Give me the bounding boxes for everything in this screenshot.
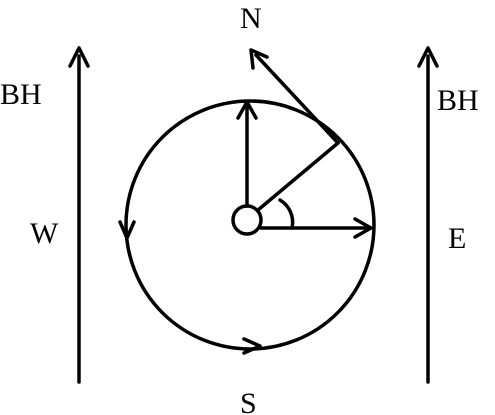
label-east: E bbox=[448, 222, 466, 255]
horizontal-vector-arrowhead bbox=[353, 217, 373, 239]
label-north: N bbox=[240, 2, 262, 35]
needle-line bbox=[254, 53, 340, 145]
needle-arrowhead bbox=[249, 48, 269, 70]
resultant-line bbox=[256, 141, 340, 212]
left-field-arrowhead bbox=[68, 46, 90, 68]
label-field-right: BH bbox=[437, 84, 479, 117]
angle-arc bbox=[278, 198, 295, 230]
right-field-arrowhead bbox=[417, 46, 439, 68]
vertical-vector-arrowhead bbox=[236, 100, 258, 120]
right-field-line bbox=[417, 46, 439, 384]
circle-arrowhead-bottom bbox=[242, 337, 262, 355]
left-field-line bbox=[68, 46, 90, 384]
label-west: W bbox=[30, 217, 59, 250]
label-south: S bbox=[240, 387, 257, 415]
circle-arrowhead-left bbox=[118, 220, 136, 240]
label-field-left: BH bbox=[0, 78, 42, 111]
